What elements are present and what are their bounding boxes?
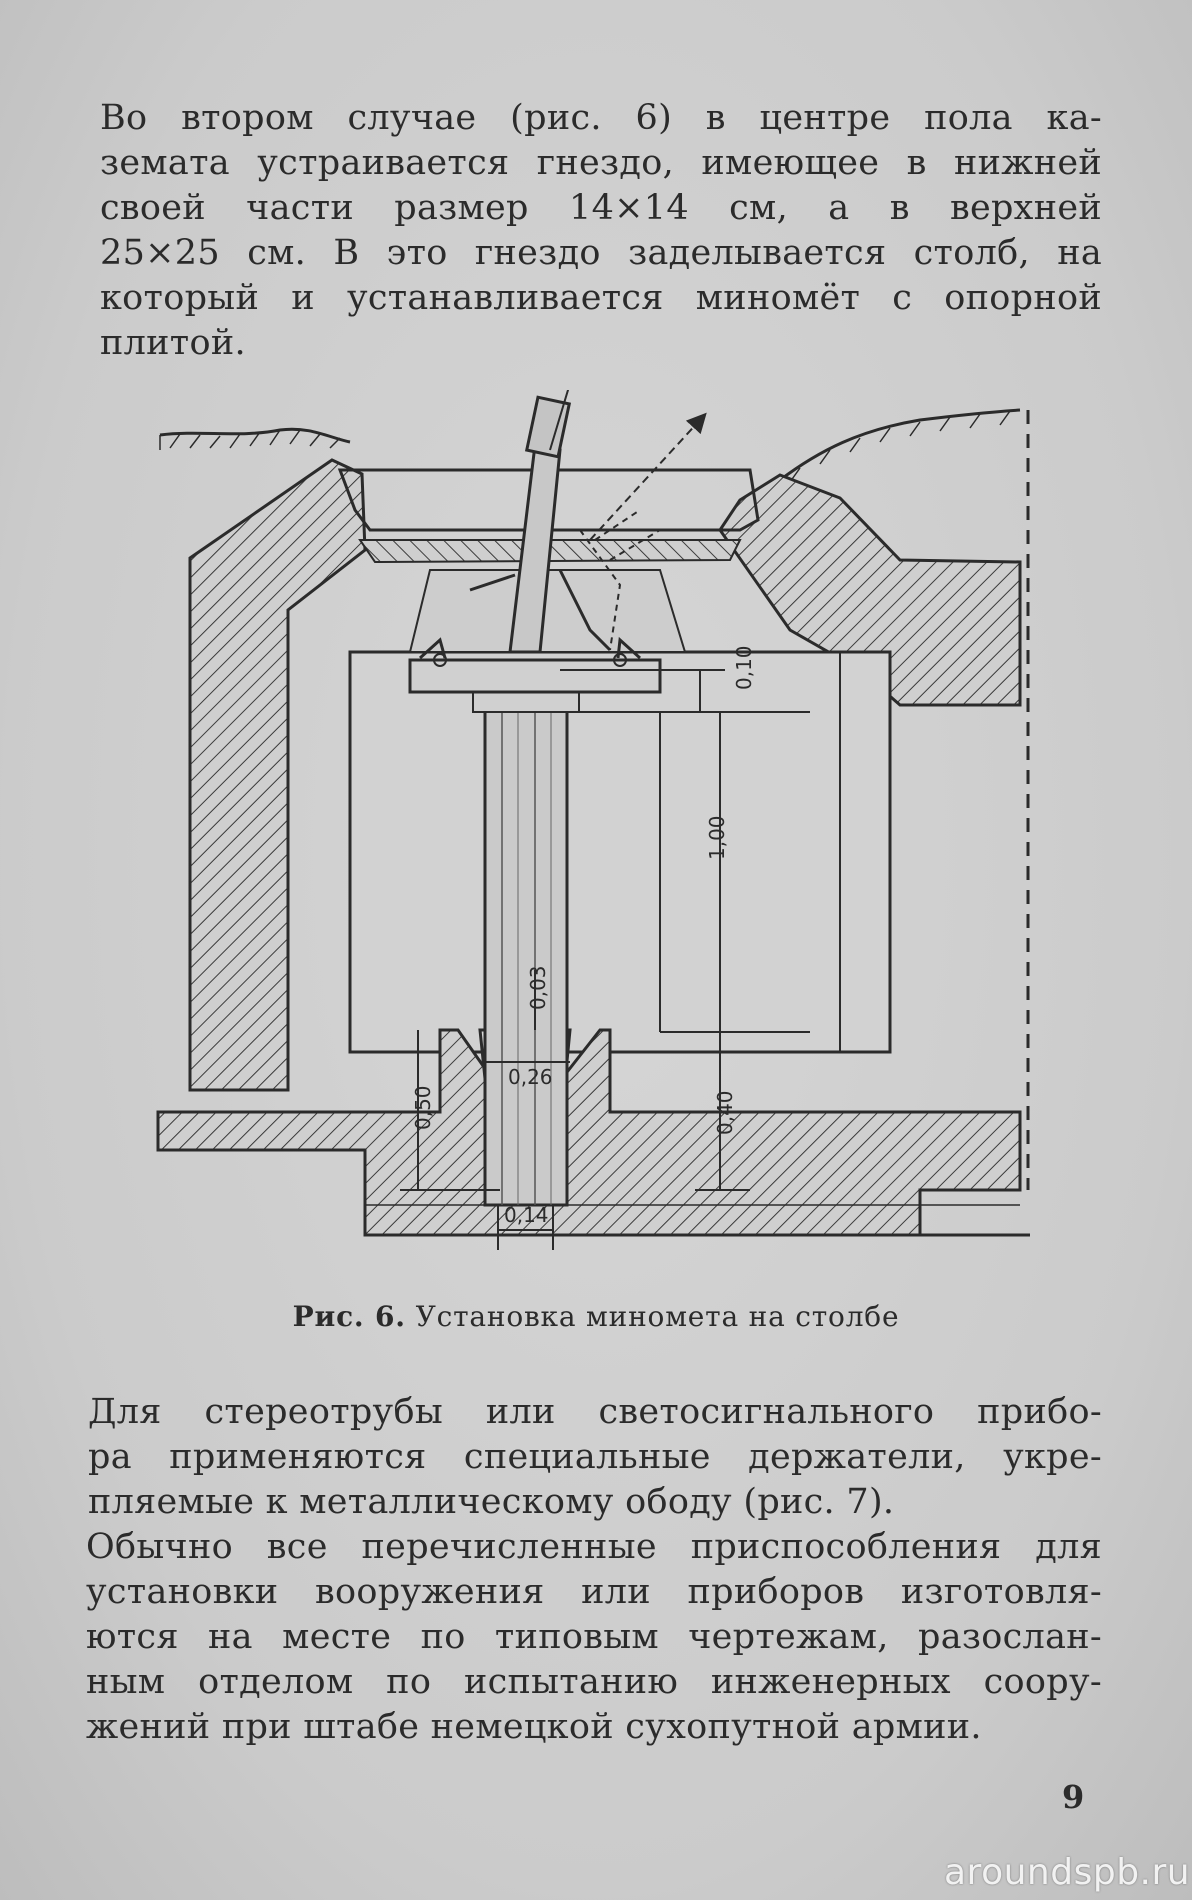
text-line: земата устраивается гнездо, имеющее в ни…: [100, 143, 1102, 183]
paragraph-1: Во втором случае (рис. 6) в центре пола …: [100, 96, 1102, 366]
cupola-ring: [337, 468, 760, 532]
figure-caption-label: Рис. 6.: [292, 1300, 406, 1333]
post: [483, 708, 569, 1207]
alt-firing-direction-arrow: [589, 412, 707, 541]
text-line: пляемые к металлическому ободу (рис. 7).: [88, 1482, 895, 1522]
paragraph-3: Обычно все перечисленные приспособления …: [86, 1525, 1102, 1750]
mortar-muzzle: [524, 395, 572, 459]
text-line: Во втором случае (рис. 6) в центре пола …: [100, 98, 1102, 138]
dimension-labels: 0,10 1,00 0,03 0,26 0,50 0,40 0,14: [411, 645, 756, 1227]
text-line: который и устанавливается миномёт с опор…: [100, 278, 1102, 318]
ground-hatch-right: [789, 410, 1011, 483]
text-line: установки вооружения или приборов изгото…: [86, 1572, 1102, 1612]
figure-caption: Рис. 6. Установка миномета на столбе: [0, 1300, 1192, 1333]
text-line: жений при штабе немецкой сухопутной арми…: [86, 1707, 982, 1747]
dim-1-00: 1,00: [705, 815, 729, 860]
figure-mortar-post-installation: 0,10 1,00 0,03 0,26 0,50 0,40 0,14: [156, 390, 1030, 1250]
text-line: Обычно все перечисленные приспособления …: [86, 1527, 1102, 1567]
text-line: плитой.: [100, 323, 246, 363]
text-line: ются на месте по типовым чертежам, разос…: [86, 1617, 1102, 1657]
text-line: ра применяются специальные держатели, ук…: [88, 1437, 1102, 1477]
text-line: ным отделом по испытанию инженерных соор…: [86, 1662, 1102, 1702]
dim-0-03: 0,03: [526, 965, 550, 1010]
page-number: 9: [1062, 1778, 1085, 1816]
left-wall-hatched: [188, 458, 367, 1092]
ground-hatch-left: [159, 429, 341, 450]
mortar-bipod: [469, 569, 612, 652]
ground-line-left: [159, 427, 351, 444]
text-line: своей части размер 14×14 см, а в верхней: [100, 188, 1102, 228]
dimension-lines: [400, 669, 810, 1250]
dim-0-26: 0,26: [508, 1065, 553, 1089]
upper-recess: [408, 569, 687, 653]
ground-line-right: [779, 408, 1021, 482]
dim-0-10: 0,10: [732, 645, 756, 690]
dim-0-40: 0,40: [713, 1090, 737, 1135]
mortar-alt-position: [579, 529, 622, 651]
text-line: Для стереотрубы или светосигнального при…: [88, 1392, 1102, 1432]
dim-0-50: 0,50: [411, 1085, 435, 1130]
dim-0-14: 0,14: [504, 1203, 549, 1227]
right-roof-hatched: [718, 473, 1022, 707]
text-line: 25×25 см. В это гнездо заделывается стол…: [100, 233, 1102, 273]
paragraph-2: Для стереотрубы или светосигнального при…: [88, 1390, 1102, 1525]
figure-caption-text: Установка миномета на столбе: [415, 1300, 900, 1333]
firing-direction-arrow: [549, 390, 570, 451]
watermark: aroundspb.ru: [944, 1852, 1191, 1893]
